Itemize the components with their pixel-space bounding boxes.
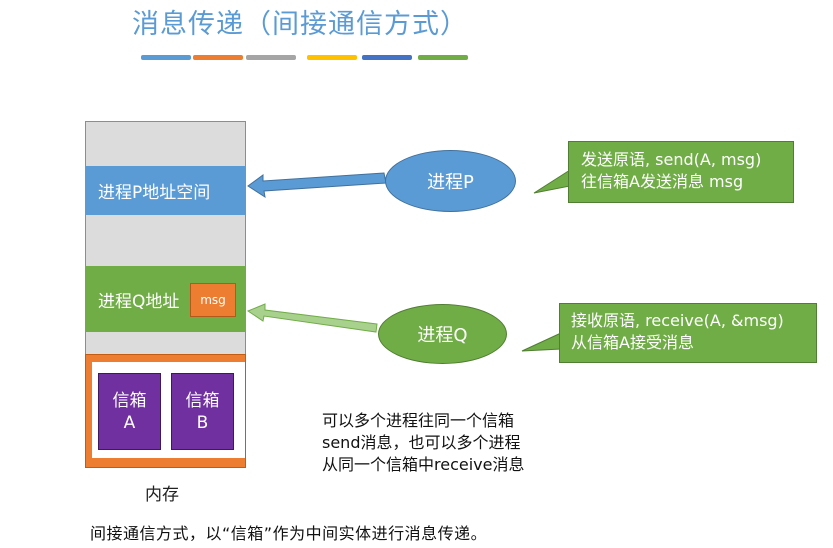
process-q-label: 进程Q (417, 325, 468, 346)
callout-receive: 接收原语, receive(A, &msg) 从信箱A接受消息 (559, 303, 817, 363)
slide-title: 消息传递（间接通信方式） (132, 9, 468, 40)
msg-block: msg (190, 283, 236, 317)
mailbox-b-line2: B (196, 412, 209, 433)
title-bar-green (418, 55, 468, 60)
callout-receive-line2: 从信箱A接受消息 (571, 333, 694, 352)
callout-receive-tail (521, 332, 562, 352)
process-q-address-space-label: 进程Q地址 (98, 291, 180, 312)
process-p-address-space: 进程P地址空间 (85, 166, 246, 215)
process-q-node: 进程Q (378, 304, 507, 364)
callout-receive-line1: 接收原语, receive(A, &msg) (571, 311, 784, 330)
process-p-address-space-label: 进程P地址空间 (98, 183, 211, 203)
explanation-line2: send消息，也可以多个进程 (322, 433, 521, 452)
explanation-line1: 可以多个进程往同一个信箱 (322, 411, 515, 430)
arrow-p-to-address-space (247, 172, 387, 199)
process-p-node: 进程P (385, 150, 516, 212)
mailbox-a-line2: A (123, 412, 136, 433)
title-bar-darkblue (362, 55, 412, 60)
title-bar-orange (193, 55, 243, 60)
mailbox-a: 信箱 A (98, 373, 161, 450)
slide-caption: 间接通信方式，以“信箱”作为中间实体进行消息传递。 (90, 524, 488, 543)
mailbox-a-line1: 信箱 (112, 390, 147, 411)
explanation-text: 可以多个进程往同一个信箱 send消息，也可以多个进程 从同一个信箱中recei… (322, 410, 524, 476)
title-bar-gray (246, 55, 296, 60)
title-bar-blue (141, 55, 191, 60)
callout-send-line1: 发送原语, send(A, msg) (581, 150, 762, 169)
callout-send: 发送原语, send(A, msg) 往信箱A发送消息 msg (568, 141, 794, 203)
mailbox-b-line1: 信箱 (185, 390, 220, 411)
explanation-line3: 从同一个信箱中receive消息 (322, 455, 525, 474)
arrow-q-to-address-space (246, 303, 378, 333)
process-p-label: 进程P (427, 172, 474, 193)
callout-send-line2: 往信箱A发送消息 msg (581, 172, 744, 191)
callout-send-tail (533, 169, 571, 194)
title-bar-yellow (307, 55, 357, 60)
mailbox-b: 信箱 B (171, 373, 234, 450)
memory-label: 内存 (145, 485, 179, 505)
